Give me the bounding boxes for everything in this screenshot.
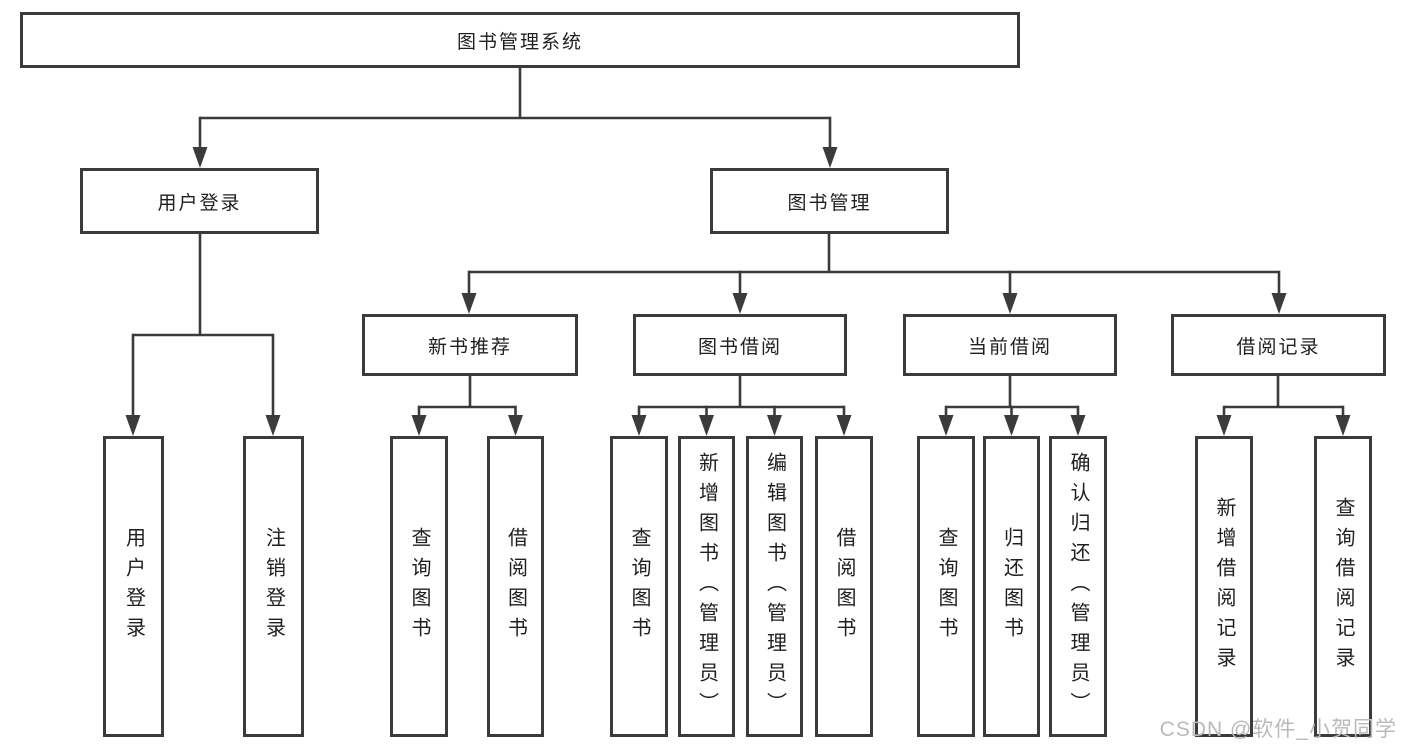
leaf-user-login-label: 用户登录 [122, 526, 145, 647]
leaf-borrow-query-book-label: 查询图书 [628, 526, 650, 647]
node-new-book-recommend-label: 新书推荐 [427, 336, 512, 358]
node-current-borrow: 当前借阅 [903, 314, 1117, 376]
node-new-book-recommend: 新书推荐 [362, 314, 578, 376]
leaf-borrow-book: 借阅图书 [815, 436, 873, 737]
node-borrow-record-label: 借阅记录 [1236, 336, 1321, 358]
leaf-add-borrow-record-label: 新增借阅记录 [1213, 496, 1235, 677]
leaf-recommend-borrow-book: 借阅图书 [487, 436, 544, 737]
node-current-borrow-label: 当前借阅 [967, 336, 1052, 358]
leaf-confirm-return-admin: 确认归还（管理员） [1049, 436, 1107, 737]
leaf-edit-book-admin-label: 编辑图书（管理员） [763, 451, 786, 722]
node-book-management-label: 图书管理 [787, 192, 872, 214]
node-book-management: 图书管理 [710, 168, 949, 234]
leaf-add-book-admin: 新增图书（管理员） [678, 436, 735, 737]
node-user-login: 用户登录 [80, 168, 319, 234]
leaf-return-book-label: 归还图书 [1000, 526, 1023, 647]
leaf-edit-book-admin: 编辑图书（管理员） [746, 436, 803, 737]
leaf-confirm-return-admin-label: 确认归还（管理员） [1067, 451, 1089, 722]
leaf-borrow-query-book: 查询图书 [610, 436, 668, 737]
node-book-borrow: 图书借阅 [633, 314, 847, 376]
node-user-login-label: 用户登录 [157, 192, 242, 214]
leaf-user-login: 用户登录 [103, 436, 164, 737]
leaf-borrow-book-label: 借阅图书 [833, 526, 855, 647]
leaf-return-book: 归还图书 [983, 436, 1040, 737]
node-root-library-system: 图书管理系统 [20, 12, 1020, 68]
node-borrow-record: 借阅记录 [1171, 314, 1386, 376]
leaf-query-borrow-record: 查询借阅记录 [1314, 436, 1372, 737]
leaf-add-borrow-record: 新增借阅记录 [1195, 436, 1253, 737]
leaf-current-query-book: 查询图书 [917, 436, 975, 737]
node-book-borrow-label: 图书借阅 [697, 336, 782, 358]
leaf-query-borrow-record-label: 查询借阅记录 [1332, 496, 1354, 677]
leaf-logout-label: 注销登录 [262, 526, 285, 647]
leaf-current-query-book-label: 查询图书 [935, 526, 957, 647]
leaf-recommend-query-book: 查询图书 [390, 436, 448, 737]
leaf-recommend-borrow-book-label: 借阅图书 [504, 526, 527, 647]
leaf-add-book-admin-label: 新增图书（管理员） [695, 451, 718, 722]
leaf-recommend-query-book-label: 查询图书 [408, 526, 430, 647]
csdn-watermark: CSDN @软件_小贺同学 [1159, 718, 1397, 741]
node-root-label: 图书管理系统 [456, 31, 583, 53]
leaf-logout: 注销登录 [243, 436, 304, 737]
